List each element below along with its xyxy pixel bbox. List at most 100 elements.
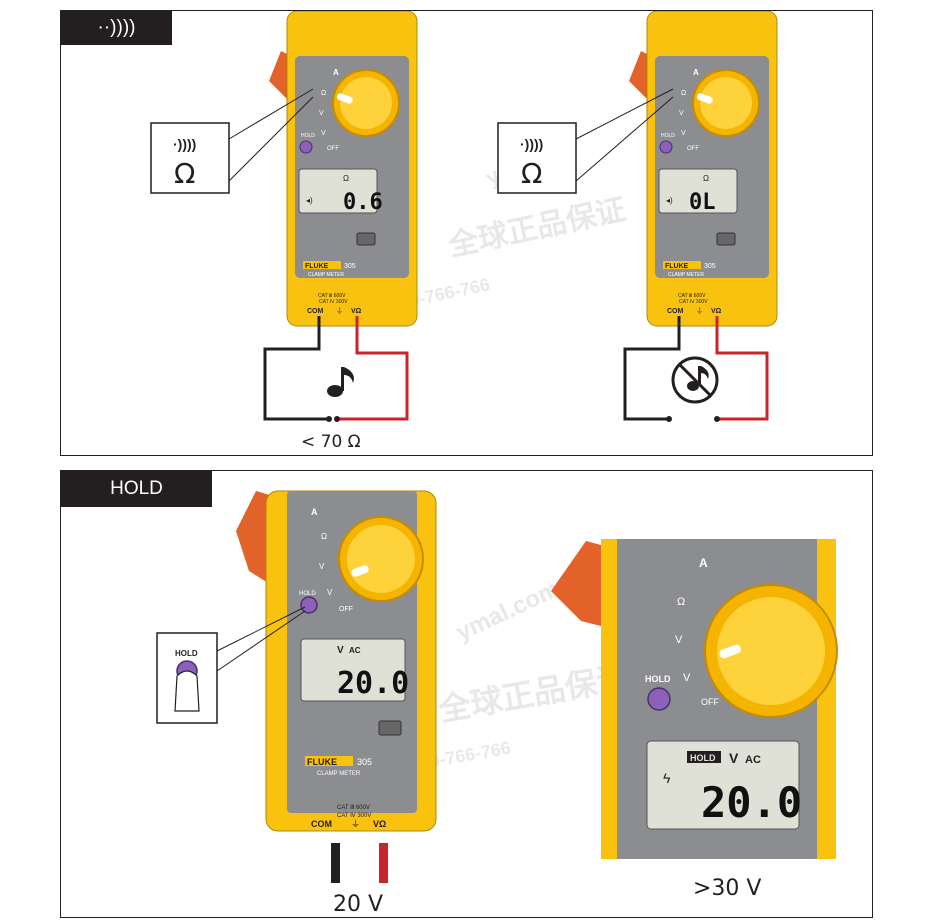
hold-label: HOLD	[661, 133, 675, 139]
hold-tab: HOLD	[61, 471, 212, 507]
hold-label: HOLD	[299, 591, 316, 597]
cat1-label: CAT Ⅲ 600V	[318, 293, 346, 299]
cat2-label: CAT Ⅳ 300V	[319, 299, 348, 305]
brand-logo: FLUKE	[665, 263, 689, 270]
cat1-label: CAT Ⅲ 600V	[337, 805, 370, 811]
off-label: OFF	[701, 697, 719, 707]
cat2-label: CAT Ⅳ 300V	[679, 299, 708, 305]
right-meter: A Ω V V HOLD OFF Ω ◂) 0L FLUKE 305 CLAMP…	[629, 11, 778, 327]
dial-vac-label: V	[683, 672, 691, 684]
continuity-tab-label: ··))))	[97, 17, 136, 38]
callout-ohm-symbol: Ω	[521, 157, 542, 190]
dial-ohm-label: Ω	[681, 90, 686, 97]
continuity-diagram: 全球正品保证 400-766-766 ymal.com A Ω V V HOLD…	[150, 11, 778, 452]
watermark-text: 全球正品保证	[444, 192, 628, 264]
svg-text:⏚: ⏚	[351, 819, 360, 829]
lcd-unit: Ω	[343, 174, 349, 183]
hold-indicator-label: HOLD	[690, 753, 716, 763]
subtitle-label: CLAMP METER	[668, 272, 704, 278]
lcd-unit-ac: AC	[349, 646, 361, 655]
dial-pointer	[696, 93, 713, 104]
music-note-icon	[327, 367, 354, 397]
lcd-reading: 0.6	[343, 190, 383, 215]
dial-ohm-label: Ω	[677, 596, 685, 608]
left-circuit	[263, 316, 409, 422]
dial-a-label: A	[333, 68, 339, 77]
dial-a-label: A	[699, 556, 708, 570]
lcd	[658, 168, 738, 214]
lcd	[298, 168, 378, 214]
dial-pointer	[719, 644, 741, 659]
hold-button[interactable]	[300, 596, 318, 614]
hold-label: HOLD	[645, 674, 671, 684]
dial-ohm-label: Ω	[321, 532, 327, 541]
lcd-unit-ac: AC	[745, 754, 761, 766]
subtitle-label: CLAMP METER	[308, 272, 344, 278]
black-lead	[331, 843, 340, 883]
lcd	[300, 638, 406, 702]
dial-vac-label: V	[681, 130, 686, 137]
hold-tab-label: HOLD	[110, 478, 163, 499]
left-voltage-caption: 20 V	[333, 892, 383, 917]
lcd-beep-icon: ◂)	[666, 196, 673, 205]
off-label: OFF	[339, 606, 353, 613]
com-jack-label: COM	[311, 819, 332, 829]
lcd-reading: 20.0	[337, 666, 409, 701]
watermark-url: ymal.com	[452, 575, 564, 646]
dial-a-label: A	[311, 507, 318, 517]
continuity-panel: ··)))) 全球正品保证 400-766-766 ymal.com A Ω V…	[60, 10, 873, 456]
left-meter: A Ω V V HOLD OFF Ω ◂) 0.6 FLUKE 305 CLAM…	[269, 11, 418, 327]
threshold-label: < 70 Ω	[301, 432, 361, 452]
model-label: 305	[344, 263, 356, 270]
lcd-unit: Ω	[703, 174, 709, 183]
com-jack-label: COM	[667, 308, 684, 315]
dial-pointer	[351, 565, 369, 577]
lcd-reading: 20.0	[701, 778, 802, 827]
left-callout: ·)))) Ω	[150, 88, 314, 194]
right-callout: ·)))) Ω	[497, 88, 674, 194]
lcd-unit-v: V	[729, 750, 739, 766]
lcd-reading: 0L	[689, 190, 716, 215]
brand-logo: FLUKE	[305, 263, 329, 270]
lcd-beep-icon: ◂)	[306, 196, 313, 205]
svg-text:⏚: ⏚	[696, 307, 703, 315]
cat2-label: CAT Ⅳ 300V	[337, 813, 371, 819]
backlight-button[interactable]	[378, 720, 402, 736]
right-hold-meter: A Ω V V HOLD OFF HOLD V AC ϟ 20.0	[551, 539, 838, 859]
hold-button[interactable]	[659, 140, 673, 154]
off-label: OFF	[327, 146, 339, 152]
no-sound-icon	[671, 356, 719, 404]
callout-ohm-symbol: Ω	[174, 157, 195, 190]
model-label: 305	[357, 757, 372, 767]
brand-logo: FLUKE	[307, 757, 337, 767]
hold-button[interactable]	[299, 140, 313, 154]
red-lead	[379, 843, 388, 883]
off-label: OFF	[687, 146, 699, 152]
lcd	[646, 740, 800, 830]
hold-label: HOLD	[301, 133, 315, 139]
dial-vac-label: V	[321, 130, 326, 137]
callout-hold-label: HOLD	[175, 649, 198, 658]
vohm-jack-label: VΩ	[351, 308, 362, 315]
dial-vdc-label: V	[675, 634, 683, 646]
dial-a-label: A	[693, 68, 699, 77]
vohm-jack-label: VΩ	[373, 819, 386, 829]
hold-button[interactable]	[647, 687, 671, 711]
subtitle-label: CLAMP METER	[317, 771, 361, 777]
model-label: 305	[704, 263, 716, 270]
vohm-jack-label: VΩ	[711, 308, 722, 315]
backlight-button[interactable]	[356, 232, 376, 246]
callout-beep-icon: ·))))	[173, 136, 196, 152]
continuity-tab: ··))))	[61, 11, 172, 45]
dial-vdc-label: V	[679, 110, 684, 117]
dial-ohm-label: Ω	[321, 90, 326, 97]
backlight-button[interactable]	[716, 232, 736, 246]
dial-pointer	[336, 93, 353, 104]
dial-vdc-label: V	[319, 562, 325, 571]
high-voltage-icon: ϟ	[663, 770, 671, 786]
hold-callout: HOLD	[156, 606, 306, 724]
left-hold-meter: A Ω V V HOLD OFF V AC 20.0 FLUKE 305 CLA…	[236, 490, 437, 883]
lcd-unit-v: V	[337, 645, 344, 656]
hold-panel: HOLD 全球正品保证 400-766-766 ymal.com A Ω V V…	[60, 470, 873, 918]
svg-text:⏚: ⏚	[336, 307, 343, 315]
